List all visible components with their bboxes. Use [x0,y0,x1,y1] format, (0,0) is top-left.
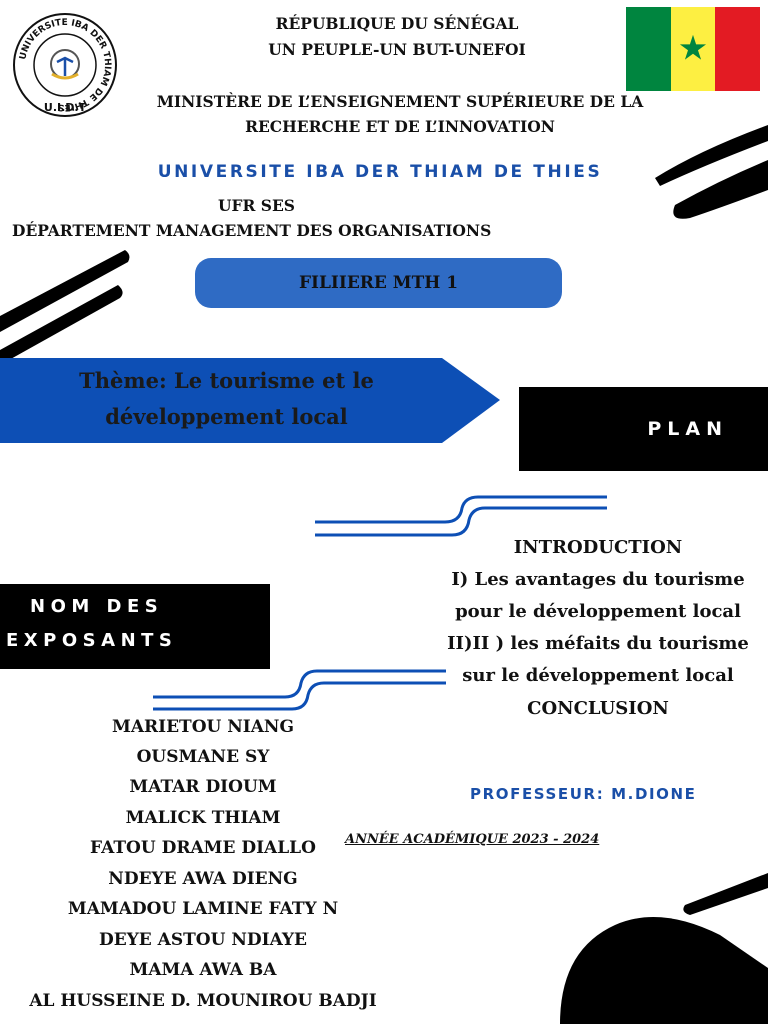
exposant-name: OUSMANE SY [136,747,270,767]
professeur-text: PROFESSEUR: M.DIONE [470,785,697,803]
exposant-name: DEYE ASTOU NDIAYE [98,930,308,950]
exposants-title-line1: NOM DES [30,596,164,617]
blue-lines-upper [315,495,607,537]
blue-lines-lower [153,669,446,711]
theme-title: Thème: Le tourisme et le développement l… [44,363,409,435]
annee-academique: ANNÉE ACADÉMIQUE 2023 - 2024 [345,832,600,847]
filiere-label: FILIIERE MTH 1 [298,273,459,293]
plan-box [519,387,768,471]
plan-item: INTRODUCTION [513,537,683,558]
theme-arrow [0,358,500,443]
ufr-text: UFR SES [218,196,296,215]
republique-text: RÉPUBLIQUE DU SÉNÉGAL [275,14,519,33]
bottom-right-strokes [560,873,768,1024]
exposant-name: NDEYE AWA DIENG [108,869,298,889]
plan-item: II)II ) les méfaits du tourisme [447,633,749,654]
devise-text: UN PEUPLE-UN BUT-UNEFOI [268,40,526,59]
university-logo: UNIVERSITE IBA DER THIAM DE THIES U.I.D.… [12,12,118,118]
plan-title-wrap: PLAN [519,387,768,471]
exposants-title-line2: EXPOSANTS [6,630,178,651]
exposant-name: MALICK THIAM [125,808,281,828]
university-name: UNIVERSITE IBA DER THIAM DE THIES [157,162,603,182]
exposant-name: FATOU DRAME DIALLO [90,838,316,858]
ministere-line1: MINISTÈRE DE L’ENSEIGNEMENT SUPÉRIEURE D… [156,92,644,111]
plan-item: I) Les avantages du tourisme [451,569,745,590]
theme-line2: développement local [105,404,348,429]
exposant-name: MAMA AWA BA [129,960,277,980]
exposant-name: MARIETOU NIANG [112,717,294,737]
exposant-name: MAMADOU LAMINE FATY N [67,899,339,919]
theme-line1: Thème: Le tourisme et le [79,368,374,393]
departement-text: DÉPARTEMENT MANAGEMENT DES ORGANISATIONS [12,221,492,240]
plan-item: CONCLUSION [527,698,669,719]
senegal-flag: ★ [626,7,761,91]
plan-title: PLAN [647,418,728,440]
exposants-title-box: NOM DES EXPOSANTS [0,584,270,669]
top-right-strokes [655,125,768,219]
exposant-name: MATAR DIOUM [129,777,277,797]
ministere-line2: RECHERCHE ET DE L’INNOVATION [245,117,555,136]
star-icon: ★ [677,28,709,69]
plan-item: pour le développement local [455,601,741,622]
plan-item: sur le développement local [462,665,734,686]
filiere-pill: FILIIERE MTH 1 [195,258,562,308]
exposant-name: AL HUSSEINE D. MOUNIROU BADJI [29,991,377,1011]
logo-acronym: U.I.D.T [44,101,87,114]
left-strokes [0,250,130,365]
